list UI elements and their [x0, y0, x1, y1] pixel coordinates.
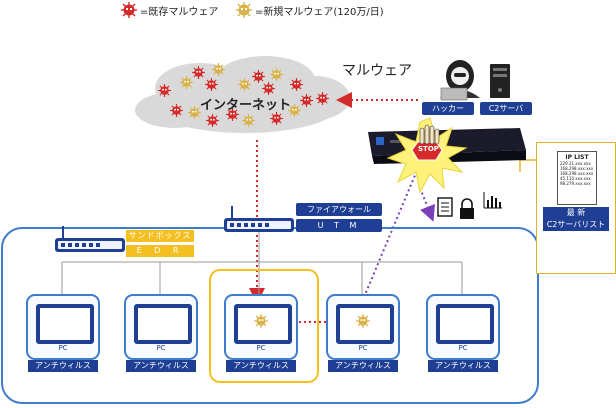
pc-1: PC — [26, 294, 100, 360]
pc-2: PC — [124, 294, 198, 360]
pc-4: PC — [326, 294, 400, 360]
antivirus-label-5: アンチウィルス — [428, 360, 498, 372]
ip-list-line: 229.11.xxx.xxx — [560, 161, 591, 166]
new-malware-icon — [254, 314, 268, 328]
malware-label: マルウェア — [342, 63, 412, 79]
antivirus-label-4: アンチウィルス — [328, 360, 398, 372]
ip-list-line: 168.298.xxx.xxx — [560, 171, 594, 176]
monitor-icon — [436, 304, 494, 344]
firewall-label: ファイアウォール — [296, 203, 382, 216]
hacker-icon — [440, 60, 480, 101]
antivirus-label-3: アンチウィルス — [226, 360, 296, 372]
stop-burst-icon — [386, 117, 468, 194]
existing-malware-icon — [121, 2, 137, 18]
pc-screen-label: PC — [256, 344, 266, 352]
pc-screen-label: PC — [458, 344, 468, 352]
monitor-icon — [336, 304, 394, 344]
ip-list-line: 98.279.xxx.xxx — [560, 181, 591, 186]
new-malware-icon — [236, 2, 252, 18]
sandbox-label: サンドボックス — [126, 230, 194, 242]
pc-3: PC — [224, 294, 298, 360]
utm-label: U T M — [296, 219, 382, 232]
antivirus-label-2: アンチウィルス — [126, 360, 196, 372]
c2-server-label: C2サーバ — [480, 102, 532, 115]
infected-pc-highlight — [209, 269, 319, 383]
stop-label: STOP — [418, 145, 439, 153]
legend-new-label: =新規マルウェア(120万/日) — [255, 7, 384, 18]
sandbox-router-icon — [55, 226, 125, 252]
lock-icon — [460, 198, 474, 219]
monitor-icon — [234, 304, 292, 344]
pc-screen-label: PC — [358, 344, 368, 352]
log-document-icon — [437, 197, 453, 217]
antivirus-label-1: アンチウィルス — [28, 360, 98, 372]
hacker-label: ハッカー — [422, 102, 474, 115]
bar-chart-icon — [483, 192, 502, 209]
c2-list-panel: IP LIST 229.11.xxx.xxx 168.298.xxx.xxx 1… — [536, 142, 616, 274]
c2-server-icon — [490, 64, 510, 98]
legend: =既存マルウェア =新規マルウェア(120万/日) — [120, 2, 420, 18]
c2-list-caption-line1: 最 新 — [566, 208, 586, 217]
ip-list-line: 168.298.xxx.xxx — [560, 166, 594, 171]
pc-5: PC — [426, 294, 500, 360]
ip-list-title: IP LIST — [565, 154, 589, 161]
new-malware-icon — [356, 314, 370, 328]
ip-list-document: IP LIST 229.11.xxx.xxx 168.298.xxx.xxx 1… — [557, 151, 597, 205]
internet-label: インターネット — [200, 98, 292, 113]
pc-screen-label: PC — [156, 344, 166, 352]
monitor-icon — [36, 304, 94, 344]
legend-existing-label: =既存マルウェア — [140, 7, 219, 18]
c2-list-caption-line2: C2サーバリスト — [546, 220, 606, 229]
c2-list-caption: 最 新 C2サーバリスト — [543, 207, 609, 231]
stop-hand-icon — [419, 124, 440, 145]
utm-router-icon — [224, 206, 294, 232]
edr-label: E D R — [126, 245, 194, 257]
monitor-icon — [134, 304, 192, 344]
ip-list-line: 45.110.xxx.xxx — [560, 176, 591, 181]
pc-screen-label: PC — [58, 344, 68, 352]
